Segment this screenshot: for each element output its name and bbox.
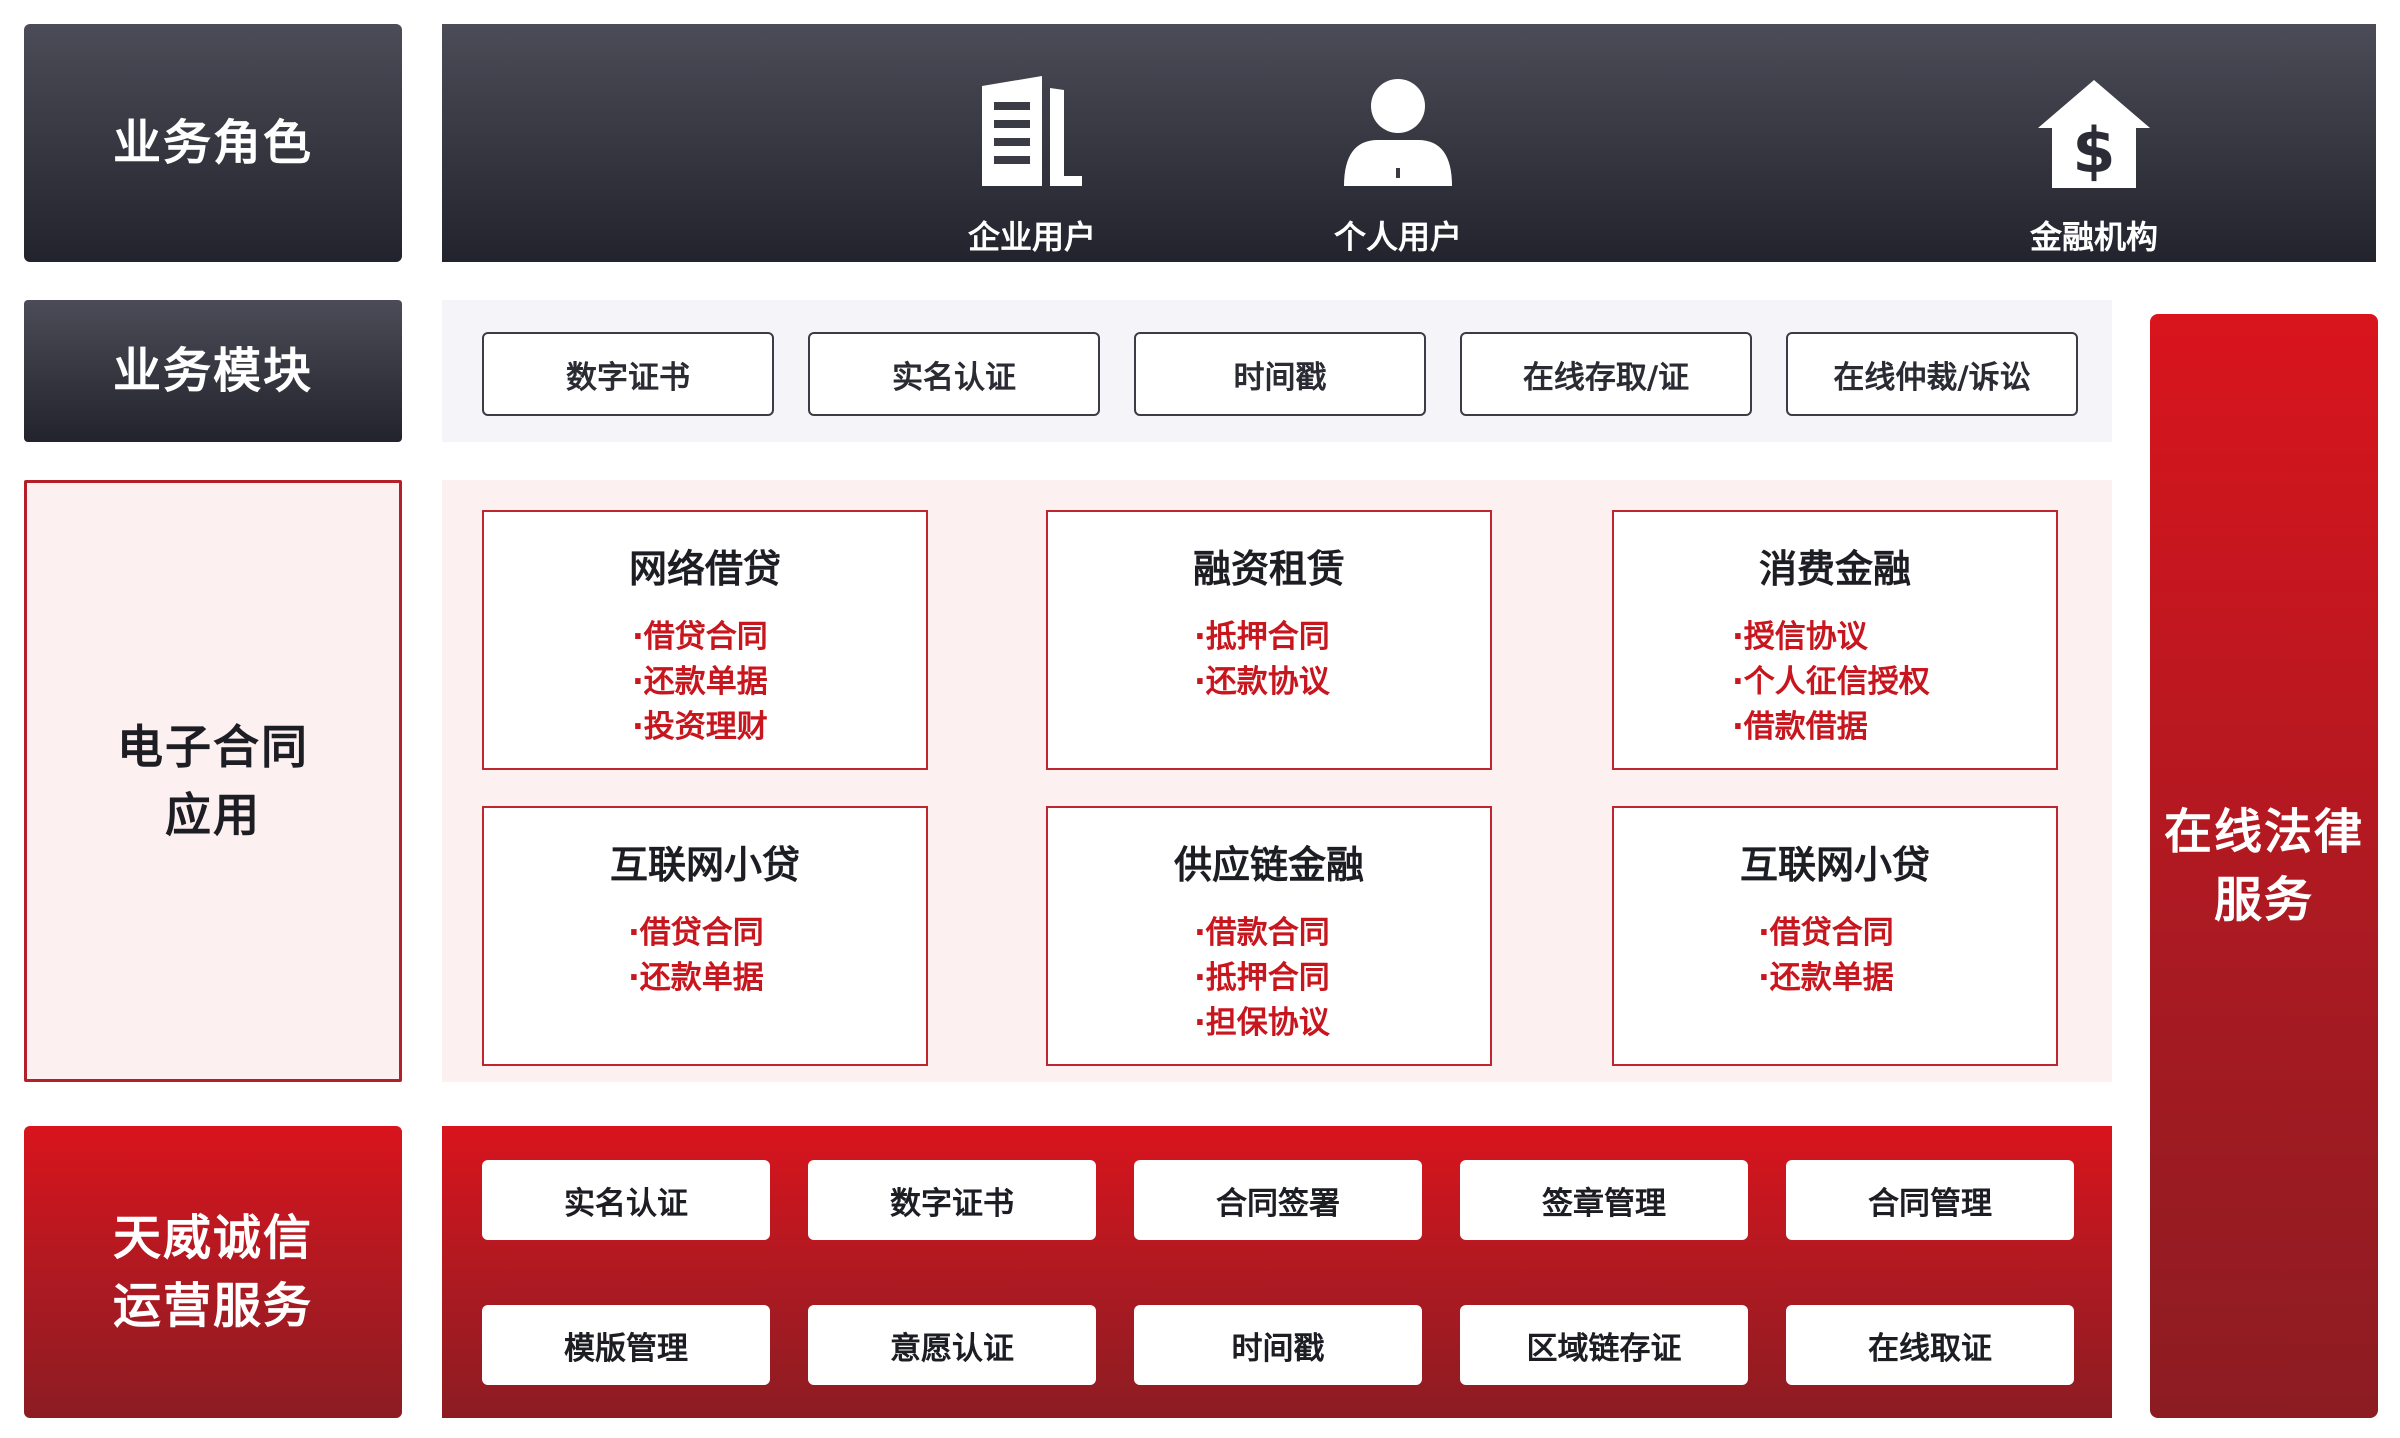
contract-card-supply-chain-finance: 供应链金融 ·借款合同 ·抵押合同 ·担保协议 [1046,806,1492,1066]
contract-card-financial-leasing: 融资租赁 ·抵押合同 ·还款协议 [1046,510,1492,770]
list-item: ·投资理财 [632,709,768,745]
building-icon [972,76,1092,196]
list-item: ·个人征信授权 [1732,664,1930,700]
list-item: ·借贷合同 [1758,915,1894,951]
module-timestamp: 时间戳 [1134,332,1426,416]
service-template-management: 模版管理 [482,1305,770,1385]
list-item: ·借款合同 [1194,915,1330,951]
contract-card-online-lending: 网络借贷 ·借贷合同 ·还款单据 ·投资理财 [482,510,928,770]
list-item: ·还款单据 [1758,960,1894,996]
role-individual: 个人用户 [1268,76,1528,258]
module-real-name-auth: 实名认证 [808,332,1100,416]
card-title: 互联网小贷 [609,843,800,887]
list-item: ·授信协议 [1732,619,1868,655]
role-financial-institution: $ 金融机构 [1964,76,2224,258]
list-item: ·借贷合同 [632,619,768,655]
card-title: 融资租赁 [1192,547,1345,591]
contract-card-consumer-finance: 消费金融 ·授信协议 ·个人征信授权 ·借款借据 [1612,510,2058,770]
contract-card-internet-microloan-2: 互联网小贷 ·借贷合同 ·还款单据 [1612,806,2058,1066]
service-seal-management: 签章管理 [1460,1160,1748,1240]
list-item: ·抵押合同 [1194,960,1330,996]
service-blockchain-evidence: 区域链存证 [1460,1305,1748,1385]
role-enterprise: 企业用户 [902,76,1162,258]
module-digital-certificate: 数字证书 [482,332,774,416]
service-intent-auth: 意愿认证 [808,1305,1096,1385]
service-contract-signing: 合同签署 [1134,1160,1422,1240]
contract-card-internet-microloan: 互联网小贷 ·借贷合同 ·还款单据 [482,806,928,1066]
service-contract-management: 合同管理 [1786,1160,2074,1240]
module-online-storage: 在线存取/证 [1460,332,1752,416]
svg-text:$: $ [2072,114,2115,187]
card-title: 网络借贷 [628,547,781,591]
module-online-arbitration: 在线仲裁/诉讼 [1786,332,2078,416]
card-title: 供应链金融 [1173,843,1364,887]
service-timestamp: 时间戳 [1134,1305,1422,1385]
card-title: 互联网小贷 [1739,843,1930,887]
list-item: ·担保协议 [1194,1005,1330,1041]
row-label-business-roles: 业务角色 [24,24,402,262]
service-online-evidence: 在线取证 [1786,1305,2074,1385]
list-item: ·还款单据 [628,960,764,996]
list-item: ·借贷合同 [628,915,764,951]
card-title: 消费金融 [1758,547,1911,591]
service-real-name-auth: 实名认证 [482,1160,770,1240]
person-icon [1338,76,1458,196]
roles-panel: 企业用户 个人用户 $ 金融机构 [442,24,2376,262]
service-digital-certificate: 数字证书 [808,1160,1096,1240]
row-label-ops-service: 天威诚信 运营服务 [24,1126,402,1418]
dollar-house-icon: $ [2034,76,2154,196]
online-legal-service: 在线法律 服务 [2150,314,2378,1418]
row-label-econtract-app: 电子合同 应用 [24,480,402,1082]
list-item: ·还款单据 [632,664,768,700]
row-label-business-modules: 业务模块 [24,300,402,442]
list-item: ·还款协议 [1194,664,1330,700]
list-item: ·抵押合同 [1194,619,1330,655]
list-item: ·借款借据 [1732,709,1868,745]
